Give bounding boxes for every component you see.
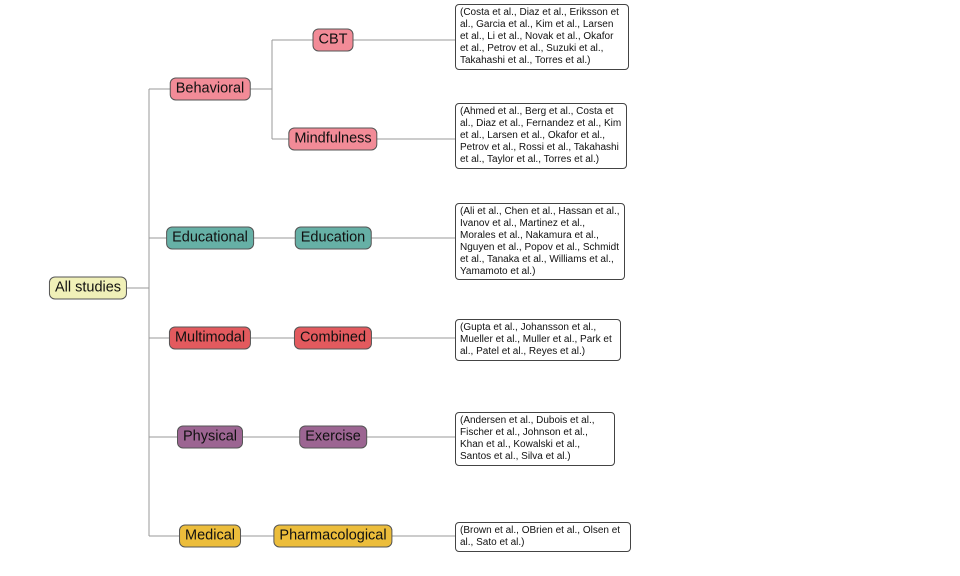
leaf-node-exercise: Exercise — [299, 425, 367, 449]
reference-box-cbt: (Costa et al., Diaz et al., Eriksson et … — [455, 4, 629, 70]
reference-box-mindfulness: (Ahmed et al., Berg et al., Costa et al.… — [455, 103, 627, 169]
group-node-physical: Physical — [177, 425, 243, 449]
reference-box-combined: (Gupta et al., Johansson et al., Mueller… — [455, 319, 621, 361]
reference-box-education: (Ali et al., Chen et al., Hassan et al.,… — [455, 203, 625, 281]
reference-box-pharmacological: (Brown et al., OBrien et al., Olsen et a… — [455, 522, 631, 552]
group-node-medical: Medical — [179, 524, 241, 548]
leaf-node-cbt: CBT — [312, 28, 354, 52]
reference-box-exercise: (Andersen et al., Dubois et al., Fischer… — [455, 412, 615, 466]
group-node-behavioral: Behavioral — [169, 77, 251, 101]
leaf-node-combined: Combined — [293, 326, 373, 350]
leaf-node-education: Education — [294, 226, 372, 250]
group-node-multimodal: Multimodal — [168, 326, 252, 350]
group-node-educational: Educational — [166, 226, 254, 250]
root-node: All studies — [48, 276, 128, 300]
leaf-node-pharmacological: Pharmacological — [273, 524, 393, 548]
leaf-node-mindfulness: Mindfulness — [288, 127, 378, 151]
